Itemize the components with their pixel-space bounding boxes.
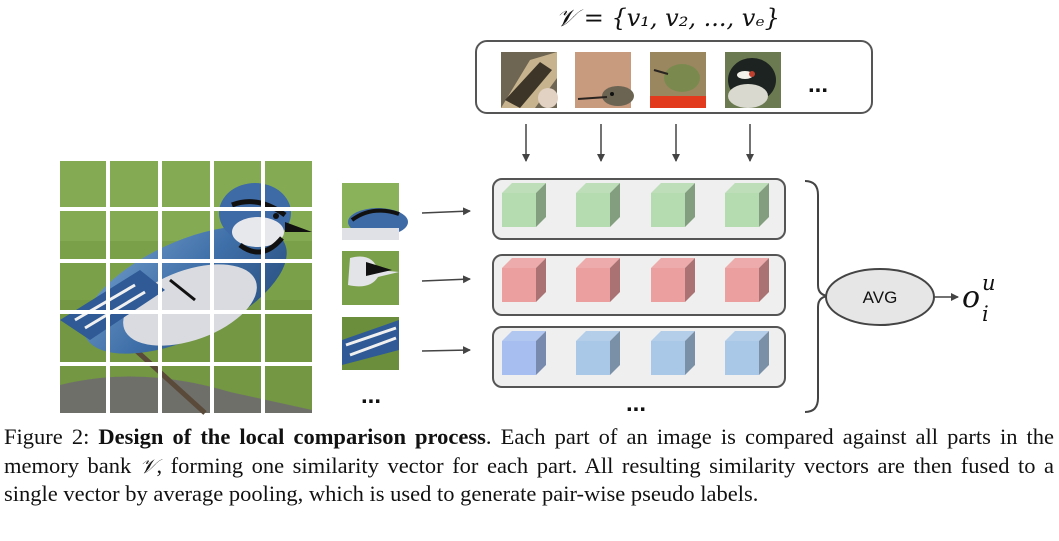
- output-subscript: i: [982, 302, 989, 326]
- similarity-cube: [576, 258, 620, 302]
- vector-ellipsis: ...: [626, 390, 646, 417]
- similarity-cube: [725, 258, 769, 302]
- output-symbol: o: [962, 280, 980, 315]
- memory-bank-thumbnail-2: [575, 52, 634, 108]
- similarity-cube: [502, 183, 546, 227]
- memory-bank-label: 𝒱 = {v₁, v₂, ..., vₑ}: [556, 4, 780, 32]
- similarity-cube: [651, 183, 695, 227]
- similarity-cube: [725, 183, 769, 227]
- similarity-vector-row-1: [492, 178, 786, 240]
- right-arrow-3: [421, 346, 471, 355]
- similarity-cube: [576, 331, 620, 375]
- right-arrow-2: [421, 275, 471, 284]
- caption-figure-label: Figure 2:: [4, 424, 99, 449]
- output-superscript: u: [982, 271, 996, 295]
- patch-ellipsis: ...: [361, 382, 381, 409]
- similarity-cube: [651, 331, 695, 375]
- similarity-vector-row-3: [492, 326, 786, 388]
- figure-diagram: 𝒱 = {v₁, v₂, ..., vₑ} ...: [60, 4, 996, 417]
- patch-thumbnail-1: [342, 183, 408, 240]
- query-bird-image: [60, 161, 312, 415]
- memory-bank-thumbnail-3: [650, 52, 706, 108]
- right-arrow-1: [421, 207, 471, 216]
- similarity-cube: [576, 183, 620, 227]
- figure-caption: Figure 2: Design of the local comparison…: [4, 423, 1054, 509]
- similarity-cube: [725, 331, 769, 375]
- similarity-cube: [651, 258, 695, 302]
- memory-bank-thumbnail-1: [501, 52, 558, 108]
- caption-title: Design of the local comparison process: [98, 424, 486, 449]
- caption-text-2: , forming one similarity vector for each…: [4, 452, 1054, 507]
- caption-memory-bank-symbol: 𝒱: [139, 453, 157, 478]
- memory-bank-thumbnail-4: [725, 52, 781, 108]
- patch-thumbnail-2: [342, 251, 399, 305]
- avg-pooling-label: AVG: [863, 288, 898, 307]
- similarity-cubes: [502, 183, 769, 375]
- patch-thumbnail-3: [342, 317, 399, 370]
- similarity-vector-row-2: [492, 254, 786, 316]
- similarity-cube: [502, 331, 546, 375]
- memory-bank-ellipsis: ...: [808, 71, 828, 98]
- caption-text-1: . Each part of an image is compared agai…: [4, 424, 1055, 478]
- similarity-cube: [502, 258, 546, 302]
- image-patch-grid: [60, 161, 312, 413]
